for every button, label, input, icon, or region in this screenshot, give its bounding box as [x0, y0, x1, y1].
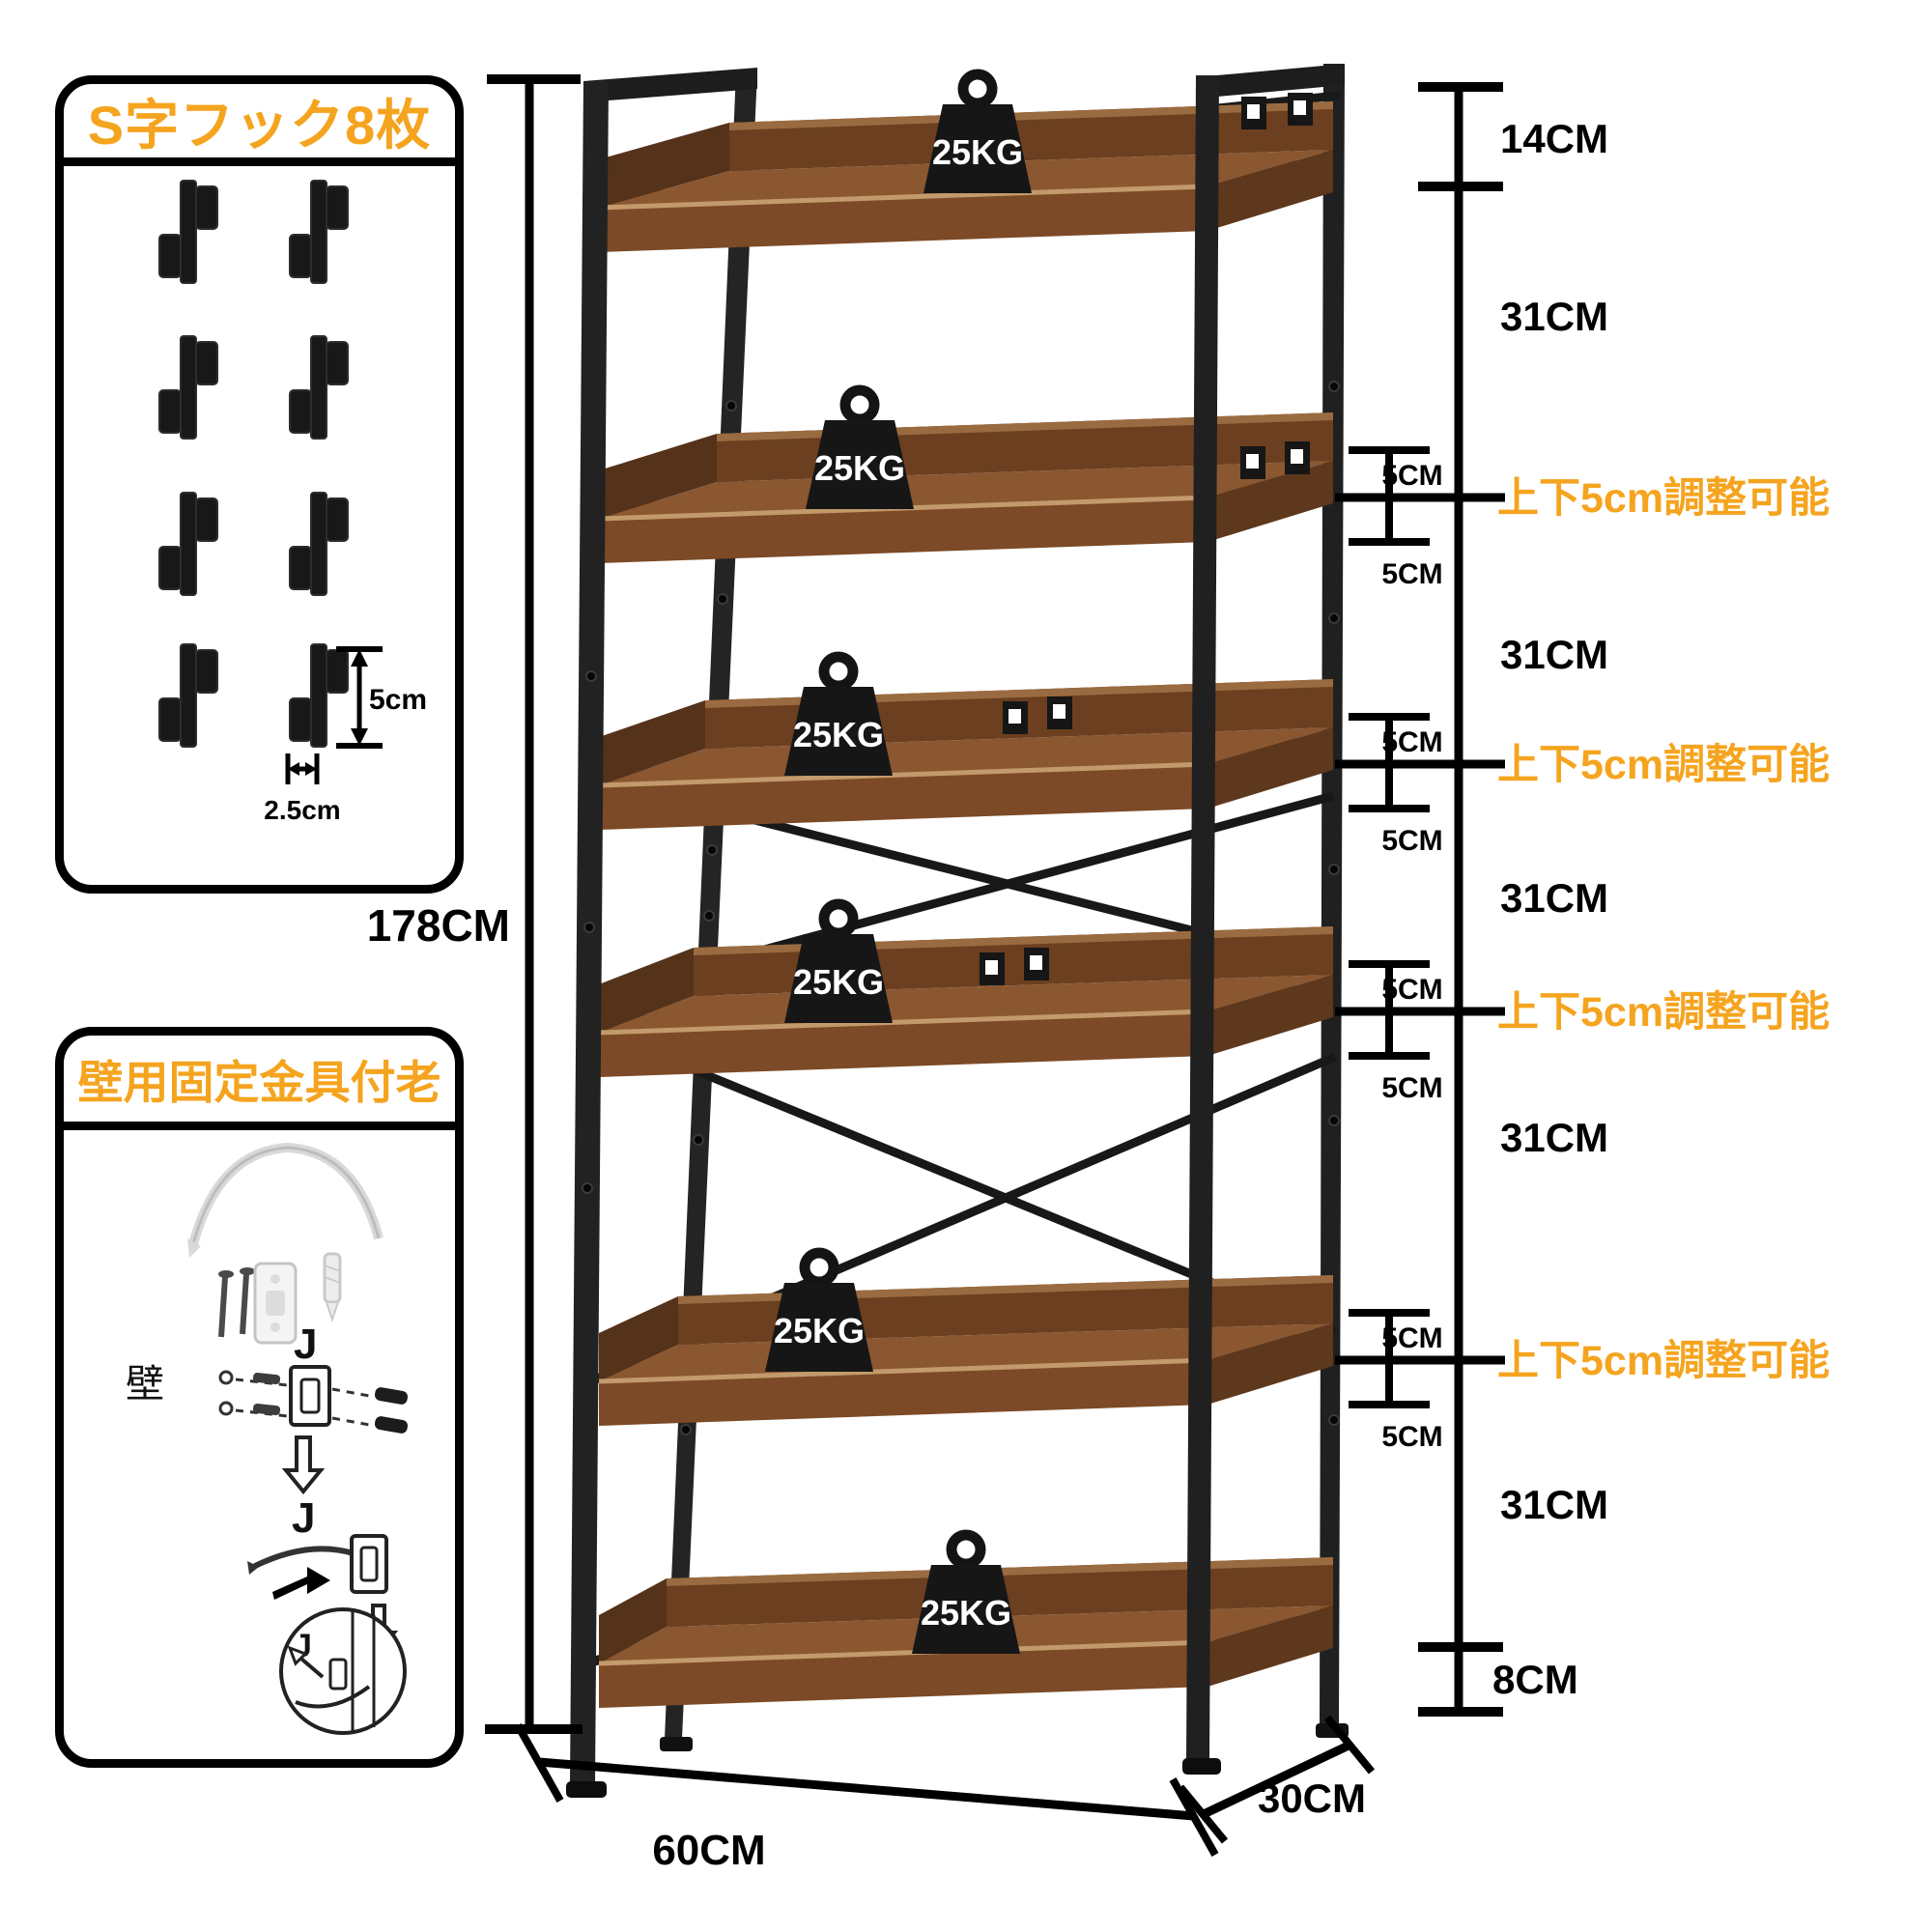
shelf-board-5 [598, 1275, 1333, 1426]
label-top-section: 14CM [1500, 116, 1608, 161]
frame-hooks [980, 93, 1313, 985]
label-bottom-section: 8CM [1492, 1657, 1578, 1702]
wall-anchor-icon [323, 1252, 342, 1323]
wall-character-label: 壁 [126, 1363, 164, 1406]
bracket-assembly-icon [218, 1365, 409, 1434]
s-hook-icon [289, 180, 349, 284]
s-hook-icon [289, 492, 349, 596]
label-shelf-section-5: 31CM [1500, 1482, 1608, 1527]
shelf-board-3 [598, 679, 1333, 830]
black-arrow-icon [272, 1567, 330, 1600]
dim-bracket-adjust-1 [1335, 446, 1505, 546]
right-top-rail [1196, 64, 1345, 99]
s-hook-on-frame-icon [1241, 93, 1313, 129]
front-left-foot [566, 1781, 607, 1798]
dim-line-right-ladder [1418, 82, 1503, 1717]
front-right-foot [1182, 1758, 1221, 1775]
weight-icon-1: 25KG [923, 69, 1032, 193]
label-shelf-section-4: 31CM [1500, 1115, 1608, 1160]
s-hook-icon [158, 643, 218, 748]
label-adjust-step: 5CM [1381, 974, 1442, 1006]
svg-text:25KG: 25KG [774, 1311, 865, 1350]
label-depth: 30CM [1258, 1776, 1366, 1821]
svg-text:25KG: 25KG [793, 715, 884, 754]
label-adjust-note-2: 上下5cm調整可能 [1497, 742, 1830, 788]
hook-box-title: S字フック8枚 [64, 84, 455, 166]
weights: 25KG 25KG 25KG 25KG 25KG [765, 69, 1032, 1654]
s-hook-icon [289, 335, 349, 440]
label-adjust-note-4: 上下5cm調整可能 [1497, 1338, 1830, 1384]
weight-icon-4: 25KG [784, 898, 893, 1023]
svg-text:25KG: 25KG [793, 962, 884, 1002]
s-hook-on-frame-icon [1240, 441, 1310, 479]
hook-box-graphic: 5cm 2.5cm [158, 180, 427, 825]
wall-fix-graphic: J 壁 J [126, 1142, 409, 1735]
dimension-lines [485, 74, 1505, 1857]
dim-bracket-adjust-2 [1335, 713, 1505, 812]
s-hook-icon [158, 180, 218, 284]
wall-fix-box-title: 壁用固定金具付老 [64, 1036, 455, 1130]
svg-text:25KG: 25KG [814, 448, 905, 488]
strap-bracket-icon [247, 1534, 388, 1600]
dim-line-width [514, 1723, 1219, 1857]
label-adjust-step: 5CM [1381, 558, 1442, 590]
weight-icon-2: 25KG [806, 384, 914, 509]
left-top-rail [583, 68, 757, 102]
dim-line-total-height [485, 74, 582, 1734]
s-hook-on-frame-icon [1003, 696, 1072, 734]
rear-left-post [665, 71, 757, 1739]
shelf-board-2 [598, 412, 1333, 563]
hook-width-label: 2.5cm [264, 795, 340, 825]
label-adjust-note-1: 上下5cm調整可能 [1497, 475, 1830, 522]
svg-text:25KG: 25KG [932, 132, 1023, 172]
dim-bracket-adjust-3 [1335, 960, 1505, 1060]
label-total-height: 178CM [367, 900, 510, 951]
label-shelf-section-2: 31CM [1500, 632, 1608, 677]
hook-box: S字フック8枚 5cm 2.5cm [55, 75, 464, 894]
mount-plate-icon [253, 1262, 298, 1345]
label-adjust-step: 5CM [1381, 1421, 1442, 1453]
label-adjust-step: 5CM [1381, 825, 1442, 857]
down-arrow-icon [281, 1435, 326, 1495]
s-hook-icon [158, 492, 218, 596]
wall-strap-icon [188, 1142, 384, 1246]
label-adjust-step: 5CM [1381, 726, 1442, 758]
bracket-letter: J [294, 1321, 317, 1368]
wall-strap-edge [191, 1146, 381, 1245]
front-right-post [1186, 75, 1219, 1760]
dim-line-depth [1177, 1715, 1376, 1844]
hook-height-dim [336, 646, 383, 749]
dimension-labels: 178CM 14CM 31CM 31CM 31CM 31CM 31CM 8CM … [367, 116, 1830, 1874]
adjustment-holes [582, 381, 1340, 1435]
weight-icon-3: 25KG [784, 651, 893, 776]
label-adjust-step: 5CM [1381, 1072, 1442, 1104]
hook-width-dim [285, 753, 320, 784]
shelf-board-4 [598, 926, 1333, 1077]
weight-icon-5: 25KG [765, 1247, 873, 1372]
rear-right-post [1320, 64, 1345, 1725]
label-adjust-step: 5CM [1381, 1322, 1442, 1354]
s-hook-icons [158, 180, 349, 748]
s-hook-icon [158, 335, 218, 440]
installed-detail-circle: J [279, 1607, 407, 1735]
label-width: 60CM [652, 1827, 765, 1874]
wall-fix-box: 壁用固定金具付老 J [55, 1027, 464, 1768]
label-adjust-note-3: 上下5cm調整可能 [1497, 989, 1830, 1036]
shelf-unit: 25KG 25KG 25KG 25KG 25KG [566, 64, 1349, 1798]
screws-icon [218, 1267, 255, 1338]
label-adjust-step: 5CM [1381, 460, 1442, 492]
label-shelf-section-3: 31CM [1500, 875, 1608, 921]
label-shelf-section-1: 31CM [1500, 294, 1608, 339]
svg-text:25KG: 25KG [921, 1593, 1011, 1633]
s-hook-icon [289, 643, 349, 748]
weight-icon-6: 25KG [912, 1529, 1020, 1654]
s-hook-on-frame-icon [980, 948, 1049, 985]
strap-tip [187, 1238, 201, 1258]
dim-bracket-adjust-4 [1335, 1309, 1505, 1408]
bracket-letter-2: J [292, 1494, 315, 1542]
rear-left-foot [660, 1737, 693, 1751]
hook-height-label: 5cm [369, 684, 427, 716]
